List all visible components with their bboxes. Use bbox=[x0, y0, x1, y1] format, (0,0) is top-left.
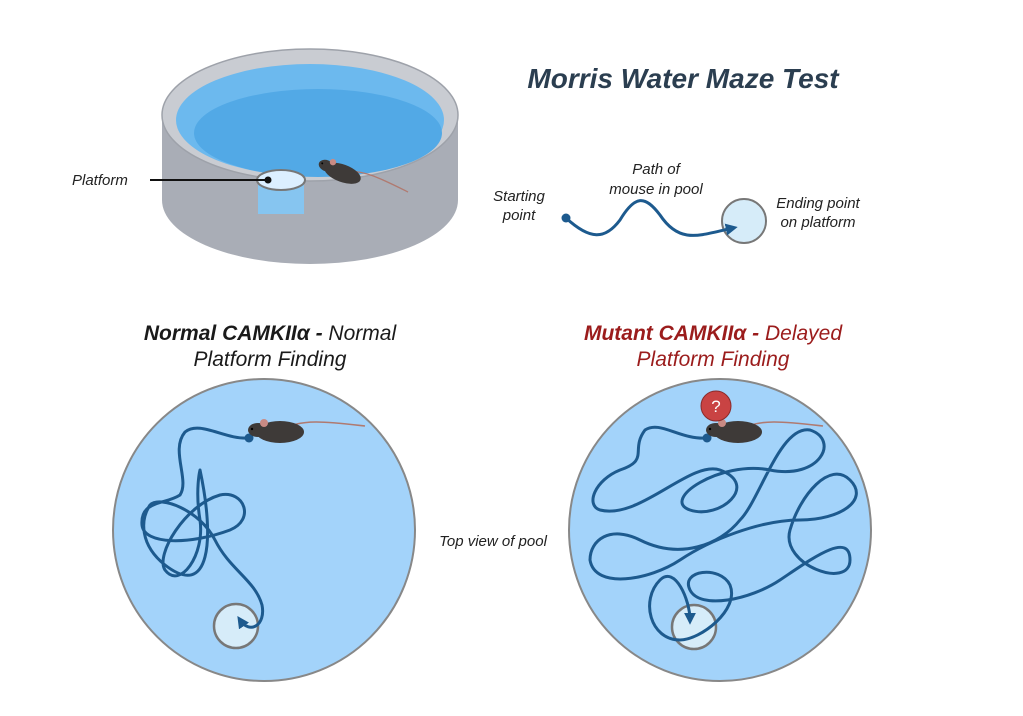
question-badge: ? bbox=[700, 390, 732, 422]
legend-path-line2: mouse in pool bbox=[609, 181, 703, 198]
legend: Starting point Path of mouse in pool End… bbox=[493, 161, 861, 244]
normal-pool-top-view bbox=[112, 378, 416, 682]
mutant-platform bbox=[670, 603, 718, 651]
mutant-heading-bold: Mutant CAMKIIα - bbox=[584, 322, 759, 345]
legend-end-line2: on platform bbox=[780, 214, 855, 231]
top-view-label: Top view of pool bbox=[439, 533, 548, 550]
legend-start-dot bbox=[561, 213, 571, 223]
legend-platform bbox=[721, 198, 767, 244]
mutant-heading: Mutant CAMKIIα - Delayed bbox=[584, 322, 843, 345]
page-title: Morris Water Maze Test bbox=[527, 63, 840, 94]
legend-path-line1: Path of bbox=[632, 161, 681, 178]
question-mark: ? bbox=[711, 397, 720, 416]
mutant-heading-line2: Platform Finding bbox=[637, 348, 790, 371]
mutant-heading-rest: Delayed bbox=[759, 322, 843, 345]
normal-heading-line2: Platform Finding bbox=[194, 348, 347, 371]
legend-start-line1: Starting bbox=[493, 188, 545, 205]
normal-heading: Normal CAMKIIα - Normal bbox=[144, 322, 398, 345]
normal-heading-rest: Normal bbox=[323, 322, 398, 345]
mutant-pool-top-view: ? bbox=[568, 378, 872, 682]
platform-label: Platform bbox=[72, 172, 128, 189]
normal-swim-path bbox=[140, 426, 265, 630]
legend-end-line1: Ending point bbox=[776, 195, 860, 212]
mutant-swim-path bbox=[588, 425, 858, 642]
pool-illustration: Platform bbox=[72, 48, 459, 264]
legend-start-line2: point bbox=[502, 207, 536, 224]
normal-heading-bold: Normal CAMKIIα - bbox=[144, 322, 323, 345]
legend-path bbox=[564, 199, 738, 237]
